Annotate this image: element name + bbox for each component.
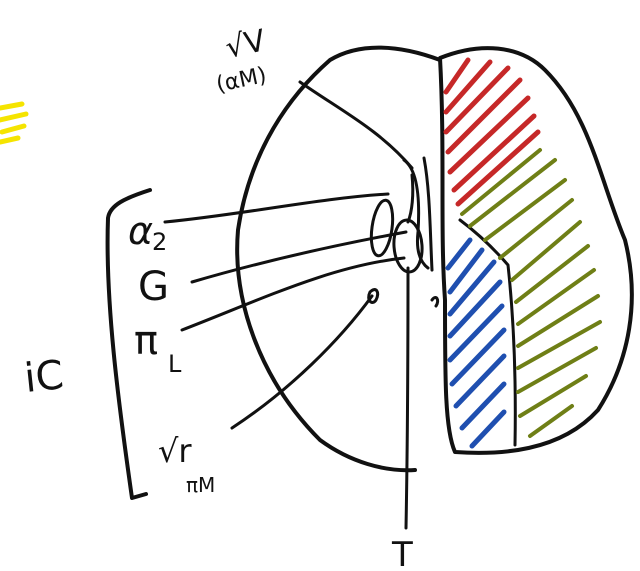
- label-top: √V: [222, 23, 269, 66]
- label-pi: π: [134, 318, 158, 364]
- green-hatched-region: [462, 150, 600, 436]
- label-top-sub: (αM): [214, 63, 269, 98]
- connector-lines: [165, 82, 412, 528]
- label-pi-sub: L: [168, 350, 182, 378]
- blue-hatched-region: [448, 240, 504, 446]
- label-g: G: [138, 264, 169, 310]
- label-bottom-sub: πM: [186, 473, 215, 497]
- label-t: T: [391, 535, 413, 571]
- label-ic: iC: [22, 352, 66, 402]
- left-lobe-outline: [237, 48, 440, 471]
- yellow-highlight-mark: [0, 104, 26, 142]
- label-alpha-sub: 2: [152, 228, 167, 256]
- label-bottom: √r: [158, 432, 192, 470]
- label-alpha: α: [128, 209, 153, 253]
